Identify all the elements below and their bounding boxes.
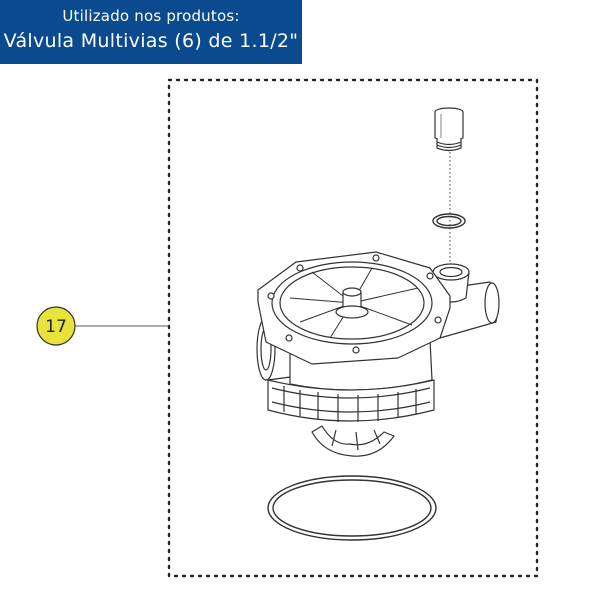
callout-badge [36, 306, 76, 346]
callout-17[interactable]: 17 [36, 306, 169, 346]
valve-body-icon [256, 251, 500, 457]
o-ring-small-icon [432, 213, 466, 229]
banner-title: Válvula Multivias (6) de 1.1/2" [3, 30, 299, 52]
part-group-border [167, 78, 539, 578]
product-banner: Utilizado nos produtos: Válvula Multivia… [0, 0, 302, 64]
cap-plug-icon [434, 107, 464, 152]
banner-subtitle: Utilizado nos produtos: [62, 7, 240, 25]
callout-number: 17 [45, 317, 67, 337]
o-ring-large-icon [267, 475, 437, 541]
